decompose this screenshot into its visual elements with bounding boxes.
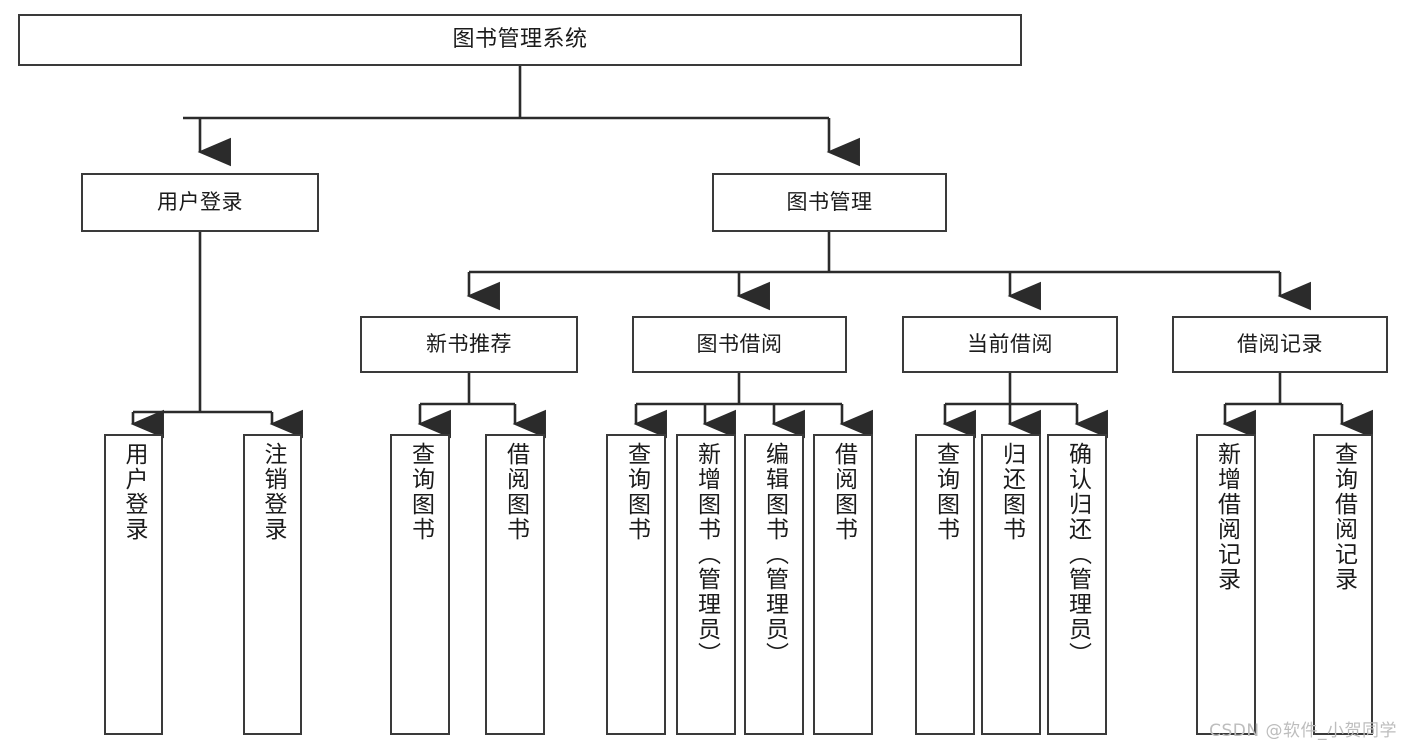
- node-label: 查询图书: [623, 442, 650, 542]
- node-user-login[interactable]: 用户登录: [81, 173, 319, 232]
- leaf-book-borrow-edit[interactable]: 编辑图书（管理员）: [744, 434, 804, 735]
- leaf-borrow-record-query[interactable]: 查询借阅记录: [1313, 434, 1373, 735]
- node-label: 当前借阅: [967, 331, 1053, 356]
- node-label: 注销登录: [260, 442, 286, 542]
- leaf-book-borrow-query[interactable]: 查询图书: [606, 434, 666, 735]
- leaf-current-borrow-query[interactable]: 查询图书: [915, 434, 975, 735]
- leaf-current-borrow-confirm-return[interactable]: 确认归还（管理员）: [1047, 434, 1107, 735]
- node-label: 图书借阅: [696, 331, 783, 356]
- node-current-borrow[interactable]: 当前借阅: [902, 316, 1118, 373]
- leaf-user-login-login[interactable]: 用户登录: [104, 434, 163, 735]
- node-label: 用户登录: [157, 189, 243, 214]
- node-label: 归还图书: [998, 442, 1025, 542]
- leaf-book-borrow-borrow[interactable]: 借阅图书: [813, 434, 873, 735]
- node-label: 新增借阅记录: [1213, 442, 1240, 592]
- leaf-book-borrow-add[interactable]: 新增图书（管理员）: [676, 434, 736, 735]
- node-label: 查询图书: [932, 442, 959, 542]
- node-label: 查询借阅记录: [1330, 442, 1357, 592]
- node-label: 查询图书: [407, 442, 434, 542]
- node-book-borrow[interactable]: 图书借阅: [632, 316, 847, 373]
- node-new-book-recommend[interactable]: 新书推荐: [360, 316, 578, 373]
- leaf-borrow-record-add[interactable]: 新增借阅记录: [1196, 434, 1256, 735]
- node-label: 新增图书（管理员）: [693, 442, 720, 667]
- node-label: 图书管理系统: [452, 26, 588, 52]
- node-label: 新书推荐: [426, 331, 512, 356]
- node-root-system[interactable]: 图书管理系统: [18, 14, 1022, 66]
- node-label: 借阅记录: [1237, 331, 1323, 356]
- node-borrow-record[interactable]: 借阅记录: [1172, 316, 1388, 373]
- node-label: 确认归还（管理员）: [1064, 442, 1091, 667]
- csdn-watermark: CSDN @软件_小贺同学: [1209, 721, 1397, 741]
- leaf-user-login-logout[interactable]: 注销登录: [243, 434, 302, 735]
- node-label: 借阅图书: [830, 442, 857, 542]
- leaf-new-book-borrow[interactable]: 借阅图书: [485, 434, 545, 735]
- node-book-management[interactable]: 图书管理: [712, 173, 947, 232]
- node-label: 借阅图书: [502, 442, 529, 542]
- node-label: 用户登录: [121, 442, 147, 542]
- node-label: 编辑图书（管理员）: [761, 442, 788, 667]
- node-label: 图书管理: [786, 189, 873, 214]
- leaf-current-borrow-return[interactable]: 归还图书: [981, 434, 1041, 735]
- leaf-new-book-query[interactable]: 查询图书: [390, 434, 450, 735]
